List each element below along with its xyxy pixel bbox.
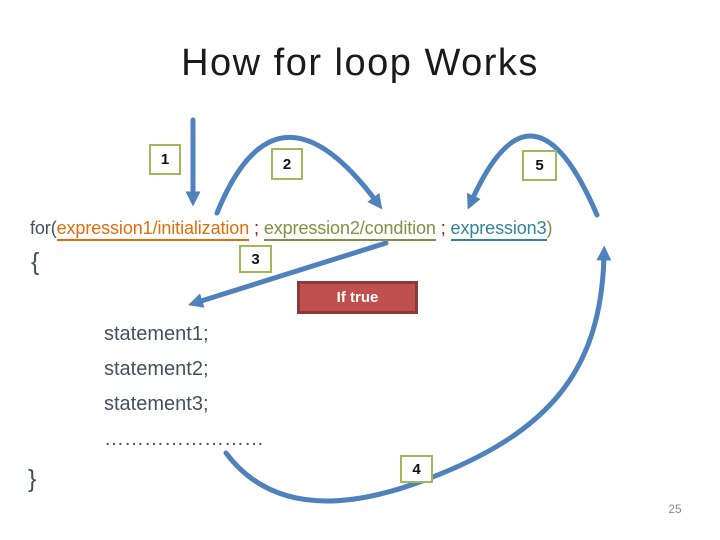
step-4-number: 4 bbox=[412, 460, 421, 478]
step-2-number: 2 bbox=[282, 155, 292, 173]
for-statement-code-line: for(expression1/initialization ; express… bbox=[30, 218, 553, 241]
close-brace: } bbox=[28, 465, 37, 493]
statement-1: statement1; bbox=[104, 323, 209, 345]
if-true-label-box: If true bbox=[297, 281, 418, 314]
open-brace: { bbox=[31, 248, 40, 276]
step-2-badge: 2 bbox=[271, 148, 303, 180]
step-3-badge: 3 bbox=[239, 245, 272, 273]
step-1-number: 1 bbox=[160, 151, 170, 168]
step-1-badge: 1 bbox=[149, 144, 181, 175]
expression3: expression3 bbox=[450, 218, 547, 241]
statement-2: statement2; bbox=[104, 358, 209, 380]
step-5-badge: 5 bbox=[522, 150, 557, 181]
loop-body-statements: statement1; statement2; statement3; …………… bbox=[104, 321, 264, 461]
statement-3: statement3; bbox=[104, 393, 209, 415]
if-true-label: If true bbox=[336, 289, 379, 306]
separator-semicolon-1: ; bbox=[249, 218, 264, 238]
step-5-number: 5 bbox=[535, 157, 544, 174]
statement-ellipsis: …………………… bbox=[104, 428, 264, 450]
step-3-number: 3 bbox=[251, 250, 260, 268]
closing-paren: ) bbox=[546, 218, 553, 238]
slide-page-number: 25 bbox=[668, 502, 682, 516]
expression1-initialization: expression1/initialization bbox=[56, 218, 249, 241]
expression2-condition: expression2/condition bbox=[263, 218, 436, 241]
separator-semicolon-2: ; bbox=[435, 218, 451, 238]
slide-title: How for loop Works bbox=[181, 42, 539, 84]
step-4-badge: 4 bbox=[400, 455, 433, 483]
for-keyword: for( bbox=[30, 218, 57, 238]
